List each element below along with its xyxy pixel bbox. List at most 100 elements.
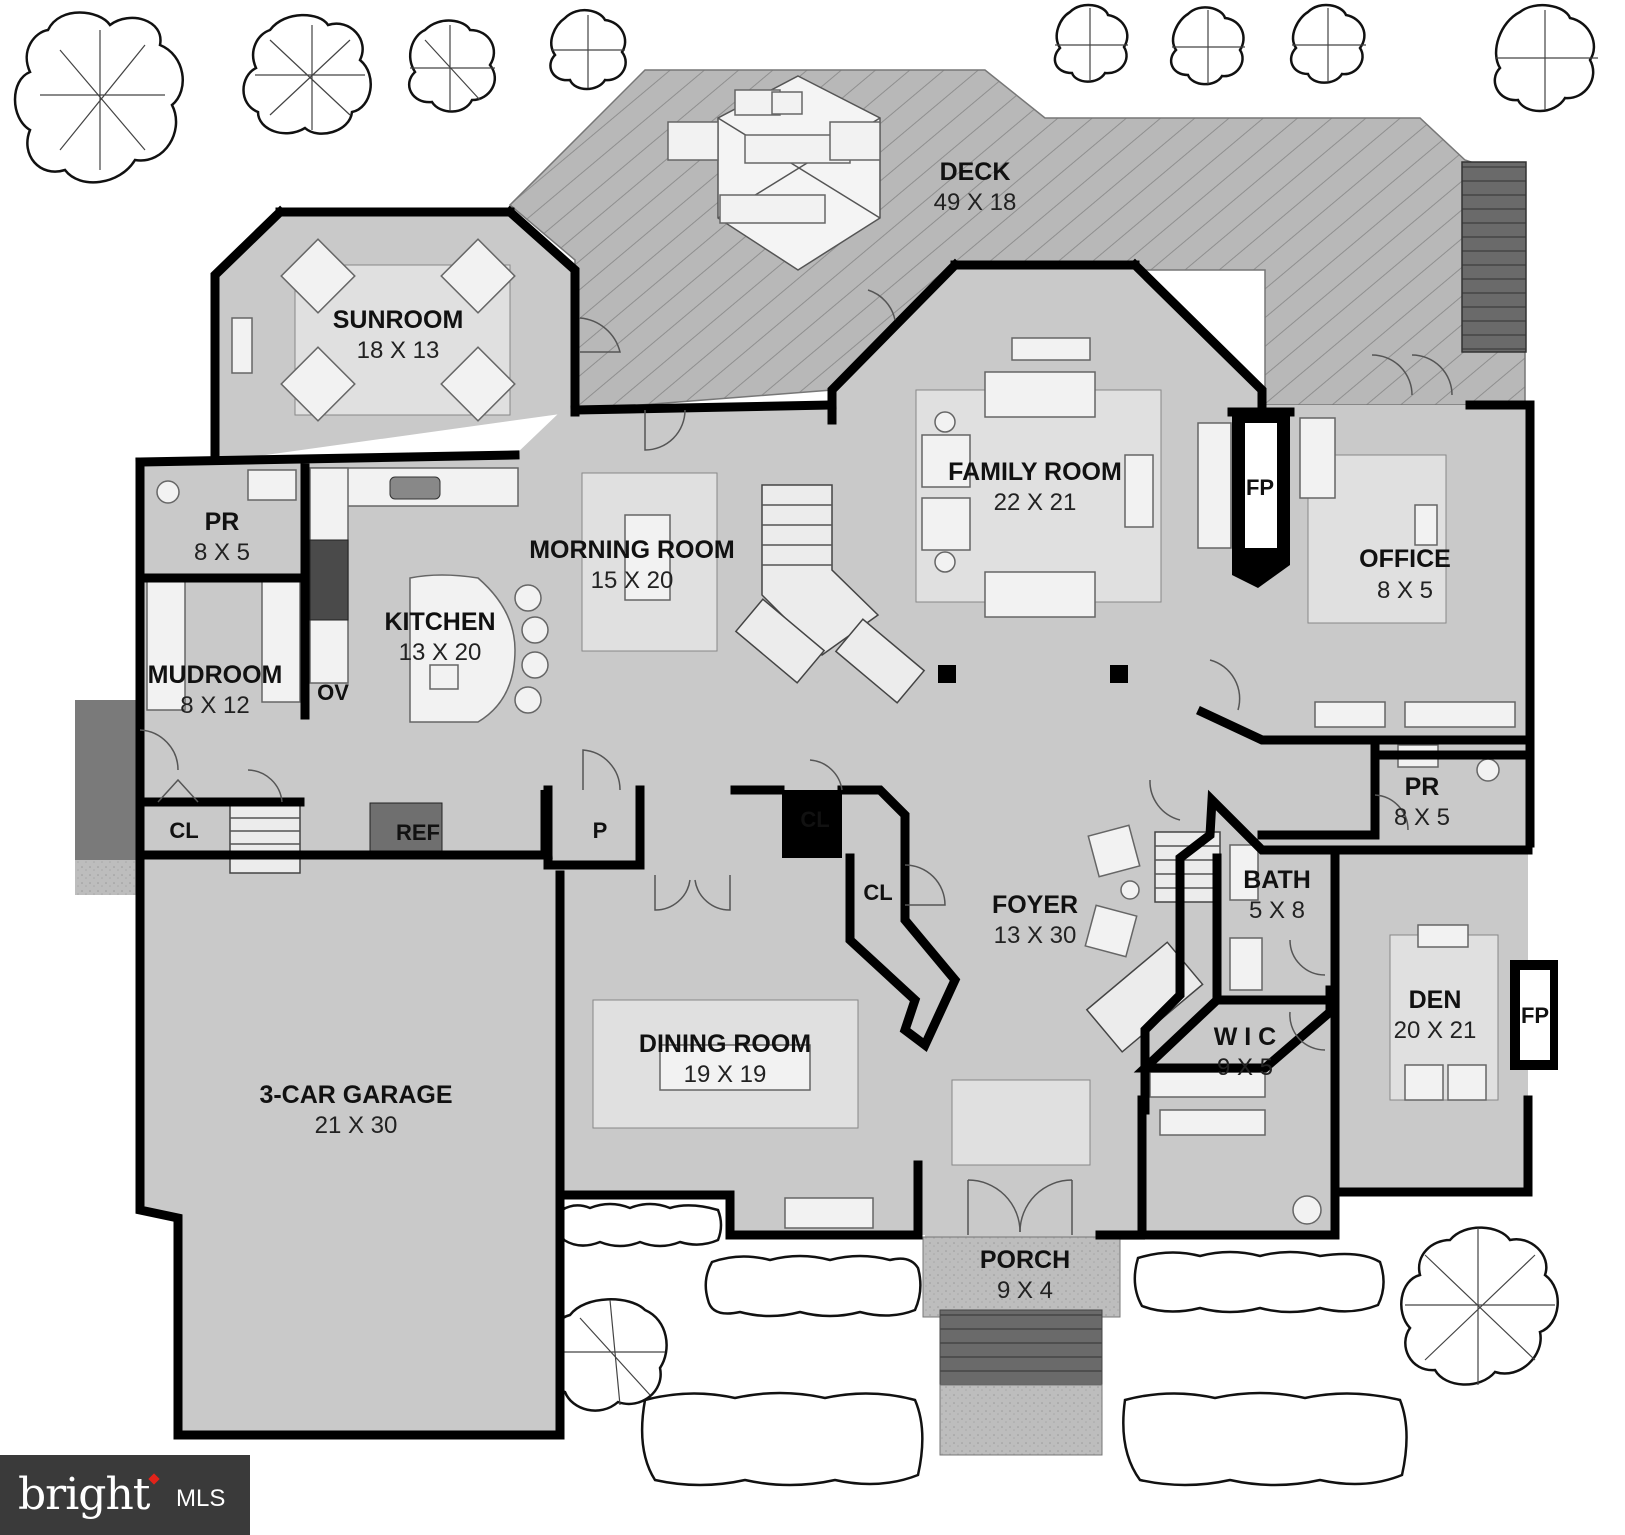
hedge-icon [1133, 1250, 1385, 1314]
morning-room-dim: 15 X 20 [591, 567, 674, 594]
fp-family-label: FP [1246, 475, 1274, 500]
foyer-label: FOYER [992, 891, 1078, 919]
door-swing-icon [247, 769, 283, 803]
door-swing-icon [1411, 354, 1453, 396]
office-label: OFFICE [1359, 545, 1451, 573]
office-dim: 8 X 5 [1377, 577, 1433, 604]
logo-brand-text: bright [18, 1469, 150, 1520]
wic-dim: 9 X 5 [1217, 1054, 1273, 1081]
porch-dim: 9 X 4 [997, 1277, 1053, 1304]
tree-icon [549, 9, 627, 91]
tree-icon [13, 11, 184, 184]
door-swing-icon [1289, 939, 1326, 976]
door-swing-icon [694, 875, 731, 911]
kitchen-dim: 13 X 20 [399, 639, 482, 666]
door-swing-icon [582, 749, 621, 791]
oven-label: OV [317, 680, 349, 705]
door-swing-icon [579, 317, 621, 353]
den-label: DEN [1409, 986, 1462, 1014]
door-swing-icon [644, 409, 686, 451]
bath-label: BATH [1243, 866, 1311, 894]
garage-dim: 21 X 30 [315, 1112, 398, 1139]
door-swing-icon [1149, 779, 1181, 821]
tree-icon [242, 13, 372, 135]
armchair-icon [440, 346, 516, 422]
stool-icon [514, 584, 542, 612]
deck-label: DECK [940, 158, 1011, 186]
tree-icon [1053, 3, 1129, 83]
sunroom-dim: 18 X 13 [357, 337, 440, 364]
logo-mls-text: MLS [176, 1485, 226, 1512]
foyer-dim: 13 X 30 [994, 922, 1077, 949]
pr-left-label: PR [205, 508, 240, 536]
armchair-icon [440, 238, 516, 314]
tree-icon [1400, 1226, 1559, 1386]
door-swing-icon [809, 759, 843, 791]
family-room-label: FAMILY ROOM [948, 458, 1122, 486]
door-swing-icon [157, 778, 199, 803]
armchair-icon [1087, 824, 1141, 878]
dining-room-dim: 19 X 19 [684, 1061, 767, 1088]
door-swing-icon [1019, 1179, 1073, 1235]
walls [135, 205, 1558, 1440]
door-swing-icon [967, 1179, 1021, 1235]
door-swing-icon [1371, 354, 1413, 396]
sunroom-label: SUNROOM [333, 306, 464, 334]
closet-foyer-label: CL [863, 880, 892, 905]
tree-icon [1169, 6, 1245, 86]
door-swing-icon [1374, 794, 1409, 831]
pantry-label: P [593, 818, 608, 843]
pr-right-label: PR [1405, 773, 1440, 801]
hedge-icon [1122, 1391, 1408, 1487]
stairs [229, 484, 1221, 1053]
porch-label: PORCH [980, 1246, 1070, 1274]
tree-icon [1289, 3, 1366, 84]
wic-label: W I C [1214, 1023, 1277, 1051]
stool-icon [514, 686, 542, 714]
furniture [146, 238, 1516, 1229]
armchair-icon [280, 238, 356, 314]
bright-mls-logo: bright MLS [0, 1455, 250, 1535]
mudroom-dim: 8 X 12 [180, 692, 249, 719]
deck-stairs [1461, 161, 1527, 353]
range-icon [309, 539, 349, 621]
door-swing-icon [139, 729, 179, 771]
closet-mud-label: CL [169, 818, 198, 843]
deck-dim: 49 X 18 [934, 189, 1017, 216]
armchair-icon [1084, 904, 1138, 958]
tree-icon [408, 19, 497, 113]
landscape-hedges [558, 1202, 1408, 1487]
garage-label: 3-CAR GARAGE [259, 1081, 452, 1109]
dining-room-label: DINING ROOM [639, 1030, 811, 1058]
den-dim: 20 X 21 [1394, 1017, 1477, 1044]
bath-dim: 5 X 8 [1249, 897, 1305, 924]
hedge-icon [640, 1391, 924, 1487]
room-labels: DECK 49 X 18 SUNROOM 18 X 13 FAMILY ROOM… [148, 158, 1549, 1304]
ref-label: REF [396, 820, 440, 845]
tree-icon [1493, 3, 1598, 113]
armchair-icon [280, 346, 356, 422]
door-swing-icon [654, 875, 691, 911]
hedge-icon [704, 1254, 922, 1318]
fp-den-label: FP [1521, 1003, 1549, 1028]
porch-area [922, 1236, 1121, 1318]
door-swing-icon [867, 289, 896, 321]
landscape-trees [13, 3, 1598, 1412]
door-swing-icon [1289, 1011, 1326, 1051]
deck-area [508, 69, 1527, 411]
logo-accent-icon [148, 1473, 160, 1485]
pr-right-dim: 8 X 5 [1394, 804, 1450, 831]
stool-icon [521, 616, 549, 644]
door-swing-icon [1209, 659, 1241, 711]
porch-steps [939, 1309, 1103, 1386]
deck-furniture [667, 75, 881, 271]
morning-room-label: MORNING ROOM [529, 536, 735, 564]
stool-icon [521, 651, 549, 679]
door-swing-icon [904, 864, 946, 906]
mudroom-label: MUDROOM [148, 661, 283, 689]
pr-left-dim: 8 X 5 [194, 539, 250, 566]
kitchen-label: KITCHEN [384, 608, 495, 636]
closet-hall-label: CL [800, 807, 829, 832]
hedge-icon [558, 1202, 723, 1248]
